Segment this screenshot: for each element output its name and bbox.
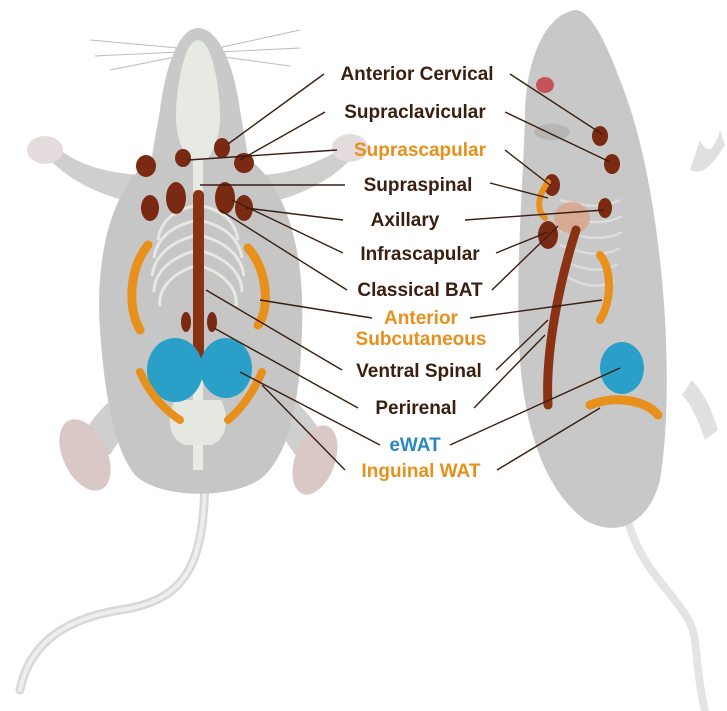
labels: Anterior Cervical Supraclavicular Supras… — [340, 64, 493, 482]
label-supraspinal: Supraspinal — [364, 175, 473, 196]
label-anterior-subcutaneous-line2: Subcutaneous — [356, 329, 487, 350]
label-anterior-subcutaneous-line1: Anterior — [384, 308, 459, 329]
label-supraclavicular: Supraclavicular — [344, 102, 486, 123]
label-classical-bat: Classical BAT — [357, 280, 483, 301]
label-infrascapular: Infrascapular — [360, 244, 480, 265]
right-mouse-body — [518, 10, 725, 711]
label-axillary: Axillary — [371, 210, 440, 231]
label-ewat: eWAT — [389, 435, 441, 456]
label-ventral-spinal: Ventral Spinal — [356, 361, 482, 382]
label-suprascapular: Suprascapular — [354, 140, 487, 161]
label-anterior-cervical: Anterior Cervical — [340, 64, 493, 85]
label-perirenal: Perirenal — [375, 398, 456, 419]
left-mouse-body — [20, 28, 368, 690]
label-inguinal-wat: Inguinal WAT — [362, 461, 481, 482]
